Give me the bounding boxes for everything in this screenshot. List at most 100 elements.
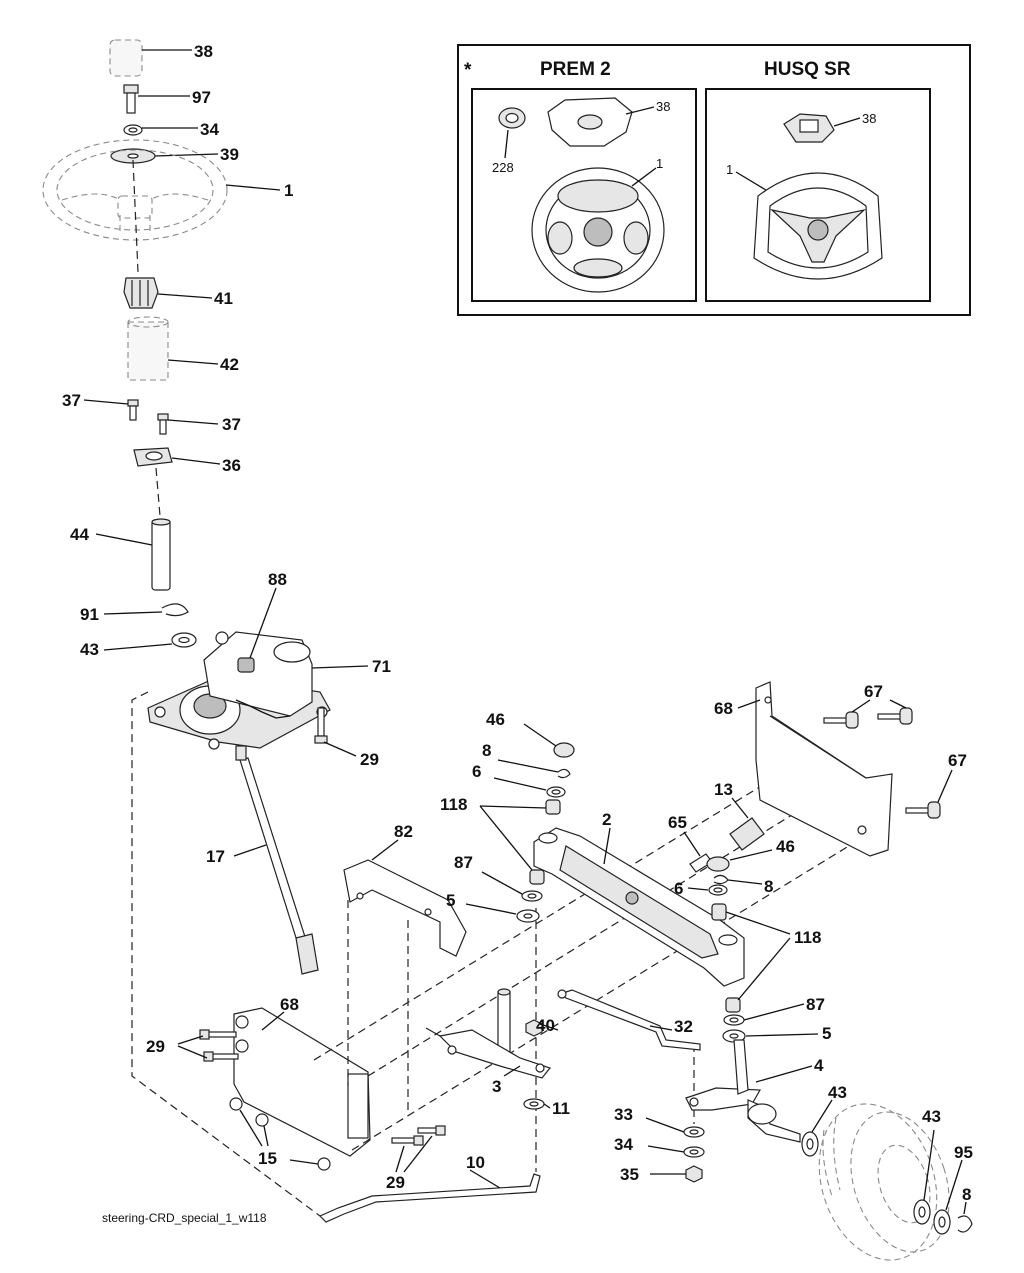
- part-15-washers: 15: [229, 1097, 331, 1171]
- callout-97: 97: [192, 88, 211, 107]
- inset-label-38-husq: 38: [862, 111, 876, 126]
- callout-43-spindle: 43: [828, 1083, 847, 1102]
- assembly-line-68-bot: [351, 821, 889, 1151]
- part-88-nut: 88: [237, 570, 287, 673]
- part-87-washer-right: 87: [723, 995, 825, 1026]
- part-29-bolts-left: 29: [146, 1029, 239, 1062]
- prem2-cover-38: 38: [547, 97, 670, 147]
- inset-title-husq-sr: HUSQ SR: [764, 59, 851, 80]
- husq-wheel-1: 1: [726, 162, 883, 280]
- part-34-washer: 34: [123, 120, 219, 139]
- callout-43-wheel: 43: [922, 1107, 941, 1126]
- assembly-line-68-mid: [367, 809, 801, 1077]
- callout-44: 44: [70, 525, 89, 544]
- callout-5-left: 5: [446, 891, 455, 910]
- part-42-sleeve: 42: [127, 316, 239, 381]
- part-91-clip: 91: [80, 603, 189, 624]
- part-43-washer-spindle: 43: [801, 1083, 847, 1157]
- part-29-bolt-gearbox: 29: [314, 707, 379, 769]
- callout-87-right: 87: [806, 995, 825, 1014]
- callout-11: 11: [552, 1099, 570, 1118]
- callout-91: 91: [80, 605, 99, 624]
- callout-3: 3: [492, 1077, 501, 1096]
- part-40-nut: 40: [525, 1016, 559, 1037]
- callout-34-top: 34: [200, 120, 219, 139]
- callout-4: 4: [814, 1056, 824, 1075]
- callout-1: 1: [284, 181, 293, 200]
- callout-17: 17: [206, 847, 225, 866]
- prem2-wheel-1: 1: [531, 156, 665, 293]
- part-17-steering-shaft: 17: [206, 745, 319, 975]
- callout-35: 35: [620, 1165, 639, 1184]
- part-13-sleeve: 13: [714, 780, 765, 851]
- callout-68-upper: 68: [714, 699, 733, 718]
- part-68-plate-lower: 68: [233, 995, 371, 1157]
- part-97-bolt: 97: [123, 84, 211, 114]
- callout-65: 65: [668, 813, 687, 832]
- inset-label-1-prem: 1: [656, 156, 663, 171]
- axis-mid: [155, 467, 161, 517]
- callout-36: 36: [222, 456, 241, 475]
- part-43-washer-upper: 43: [80, 632, 197, 659]
- part-37-screw-right: 37: [157, 413, 241, 435]
- callout-37-right: 37: [222, 415, 241, 434]
- callout-8-right: 8: [764, 877, 773, 896]
- callout-6-left: 6: [472, 762, 481, 781]
- part-67-bolts-top: 67: [823, 682, 913, 729]
- part-71-gearbox: 71: [147, 631, 391, 750]
- callout-34-bottom: 34: [614, 1135, 633, 1154]
- callout-95: 95: [954, 1143, 973, 1162]
- inset-title-prem2: PREM 2: [540, 59, 611, 80]
- part-87-washer-left: 87: [454, 853, 543, 902]
- part-67-bolt-right: 67: [905, 751, 967, 819]
- part-8-clip-wheel: 8: [957, 1185, 973, 1233]
- callout-118-right: 118: [794, 928, 821, 947]
- part-36-flange: 36: [133, 447, 241, 475]
- callout-29-left: 29: [146, 1037, 165, 1056]
- part-118-bushing-left: 118: [440, 795, 561, 885]
- part-6-washer-left: 6: [472, 762, 566, 798]
- part-38-cap: 38: [109, 39, 213, 77]
- part-65-pin: 65: [668, 813, 713, 873]
- part-39-washer: 39: [110, 145, 239, 164]
- part-35-nut: 35: [620, 1165, 703, 1184]
- assembly-line-68-top: [313, 749, 821, 1061]
- callout-41: 41: [214, 289, 233, 308]
- callout-10: 10: [466, 1153, 485, 1172]
- part-118-bushing-right: 118: [711, 903, 821, 1013]
- part-37-screw-left: 37: [62, 391, 139, 421]
- callout-6-right: 6: [674, 879, 683, 898]
- callout-29-gearbox: 29: [360, 750, 379, 769]
- callout-87-left: 87: [454, 853, 473, 872]
- part-4-spindle-right: 4: [685, 1039, 824, 1143]
- prem2-emblem-228: 228: [492, 107, 526, 175]
- part-32-tie-rod: 32: [557, 989, 701, 1051]
- part-41-adapter: 41: [123, 277, 233, 309]
- inset-label-38-prem: 38: [656, 99, 670, 114]
- inset-marker: *: [464, 60, 472, 81]
- callout-118-left: 118: [440, 795, 467, 814]
- assembly-line-left: [131, 691, 321, 1217]
- part-33-washer: 33: [614, 1105, 705, 1138]
- callout-29-lower: 29: [386, 1173, 405, 1192]
- callout-82: 82: [394, 822, 413, 841]
- part-front-wheel: [818, 1103, 950, 1261]
- variant-inset: * PREM 2 HUSQ SR 228 38 1: [457, 44, 971, 316]
- callout-71: 71: [372, 657, 391, 676]
- part-2-axle: 2: [533, 810, 745, 987]
- callout-67-top: 67: [864, 682, 883, 701]
- part-29-bolts-lower: 29: [386, 1125, 446, 1192]
- callout-46-right: 46: [776, 837, 795, 856]
- callout-8-left: 8: [482, 741, 491, 760]
- part-10-rod: 10: [318, 1153, 541, 1223]
- callout-39: 39: [220, 145, 239, 164]
- callout-13: 13: [714, 780, 733, 799]
- part-44-shaft: 44: [70, 518, 171, 591]
- callout-15: 15: [258, 1149, 277, 1168]
- part-43-washer-wheel: 43: [913, 1107, 941, 1225]
- callout-42: 42: [220, 355, 239, 374]
- husq-cover-38: 38: [783, 111, 876, 143]
- diagram-caption: steering-CRD_special_1_w118: [102, 1211, 267, 1225]
- part-5-washer-left: 5: [446, 891, 540, 923]
